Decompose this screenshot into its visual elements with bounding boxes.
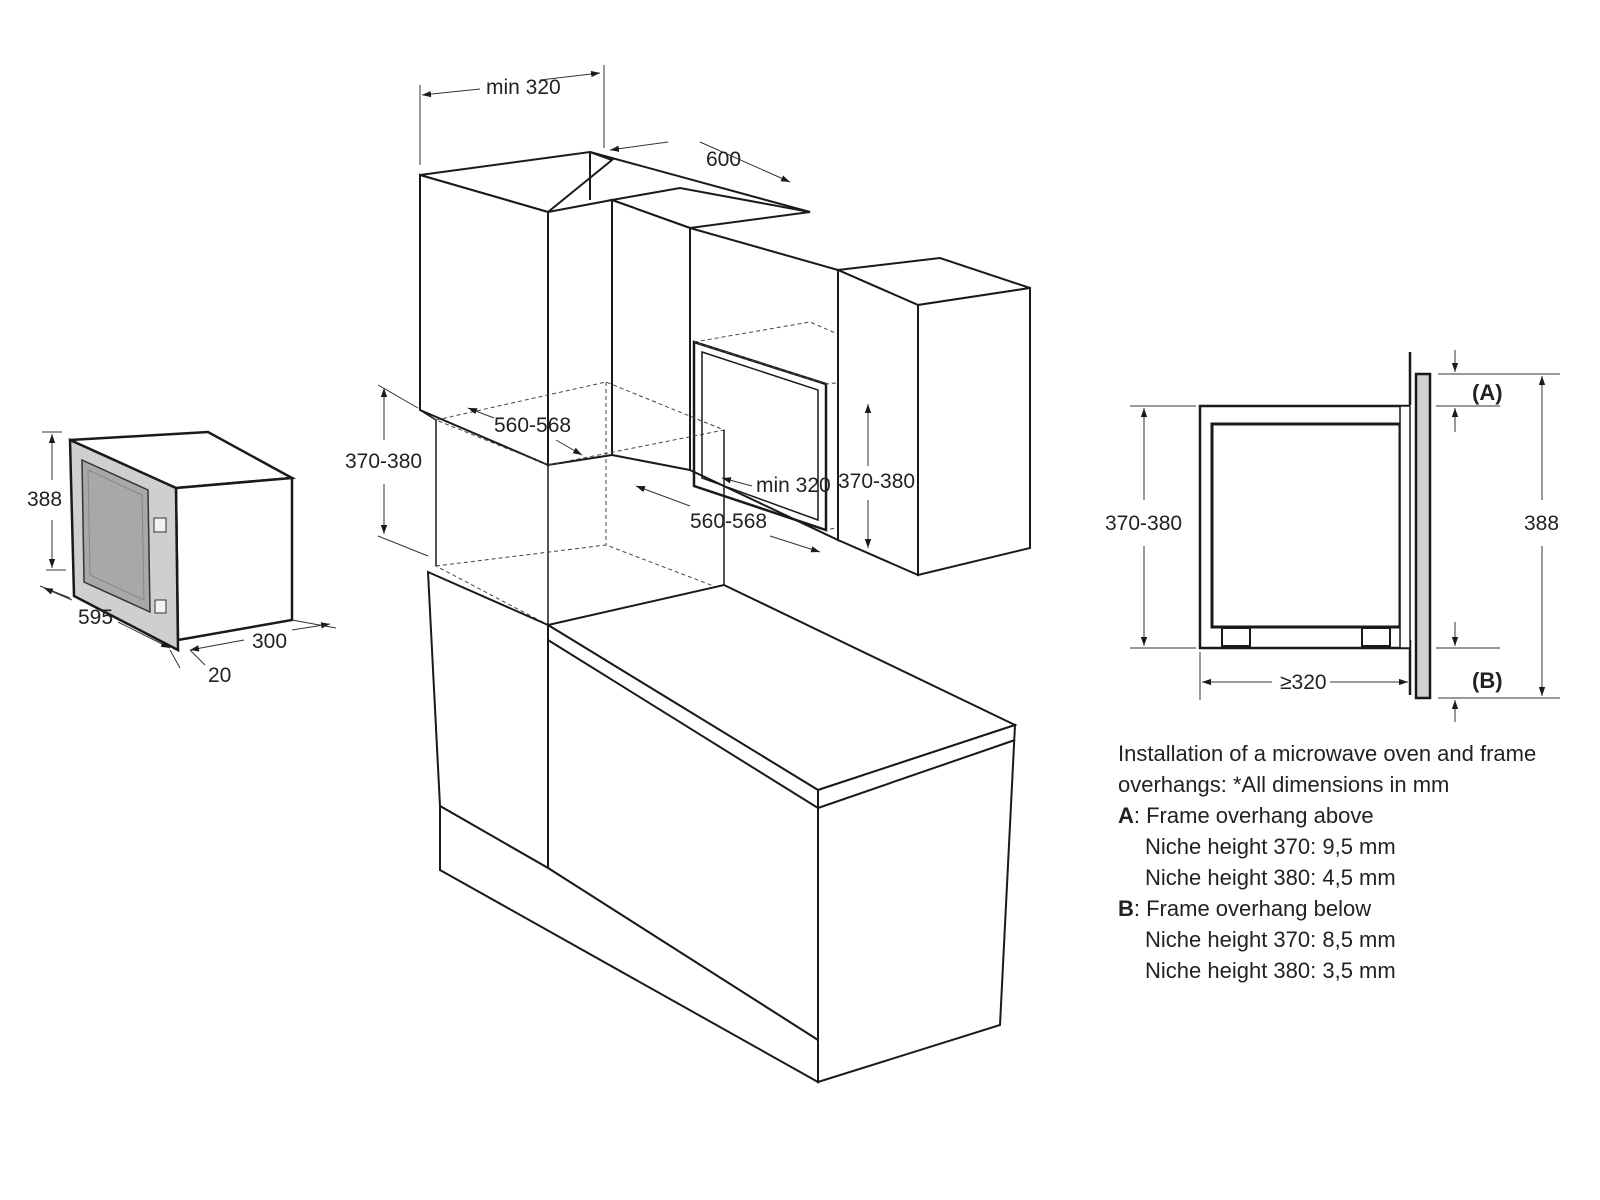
appliance-foot-back: [1361, 627, 1391, 647]
note-a-text: : Frame overhang above: [1133, 803, 1374, 828]
microwave-niche-inner: [701, 350, 819, 522]
appliance-width-label: 595: [78, 606, 113, 629]
note-a-title: A: Frame overhang above: [1118, 800, 1588, 831]
note-b-title: B: Frame overhang below: [1118, 893, 1588, 924]
note-a-key: A: [1118, 803, 1134, 828]
section-appliance-body: [1210, 422, 1402, 629]
note-b-key: B: [1118, 896, 1134, 921]
niche-outline: [1198, 404, 1410, 650]
microwave-window-inner: [87, 469, 145, 601]
cabinet-width-label: 600: [706, 148, 741, 171]
frame-depth-label: 20: [208, 664, 231, 687]
kitchen-cabinets: min 320 600 560-568 370-380 min 320 370-…: [345, 65, 1031, 1084]
note-b-text: : Frame overhang below: [1133, 896, 1372, 921]
notes-intro: Installation of a microwave oven and fra…: [1118, 741, 1537, 797]
note-a-line1: Niche height 370: 9,5 mm: [1145, 834, 1396, 859]
overhang-a-label: (A): [1472, 380, 1503, 405]
overhang-b-label: (B): [1472, 668, 1503, 693]
section-depth-label: ≥320: [1280, 671, 1327, 694]
microwave-appliance: 388 595 20 300: [27, 430, 337, 687]
cabinet-min-depth-label: min 320: [486, 76, 561, 99]
appliance-height-label: 388: [27, 488, 62, 511]
section-niche-height-label: 370-380: [1105, 512, 1182, 535]
base-cabinet-side: [817, 723, 1017, 1084]
section-total-height-label: 388: [1524, 512, 1559, 535]
cabinet-plinth: [439, 804, 819, 1084]
note-a-line2: Niche height 380: 4,5 mm: [1145, 865, 1396, 890]
left-niche-height-label: 370-380: [345, 450, 422, 473]
note-b-line2: Niche height 380: 3,5 mm: [1145, 958, 1396, 983]
appliance-foot-front: [1221, 627, 1251, 647]
microwave-side-face: [174, 476, 294, 642]
middle-cabinet-left: [611, 198, 691, 472]
right-niche-min-depth-label: min 320: [756, 474, 831, 497]
right-cabinet-side: [917, 286, 1031, 577]
microwave-display: [153, 517, 167, 533]
appliance-depth-label: 300: [252, 630, 287, 653]
left-niche-width-label: 560-568: [494, 414, 571, 437]
installation-notes: Installation of a microwave oven and fra…: [1118, 738, 1588, 986]
microwave-window: [81, 458, 151, 614]
right-niche-width-label: 560-568: [690, 510, 767, 533]
section-view: 370-380 388 (A) (B) ≥320: [1105, 350, 1560, 722]
microwave-door-button: [154, 599, 167, 614]
right-niche-height-label: 370-380: [838, 470, 915, 493]
right-cabinet-front: [837, 268, 919, 577]
note-b-line1: Niche height 370: 8,5 mm: [1145, 927, 1396, 952]
frame-plate: [1414, 372, 1432, 700]
